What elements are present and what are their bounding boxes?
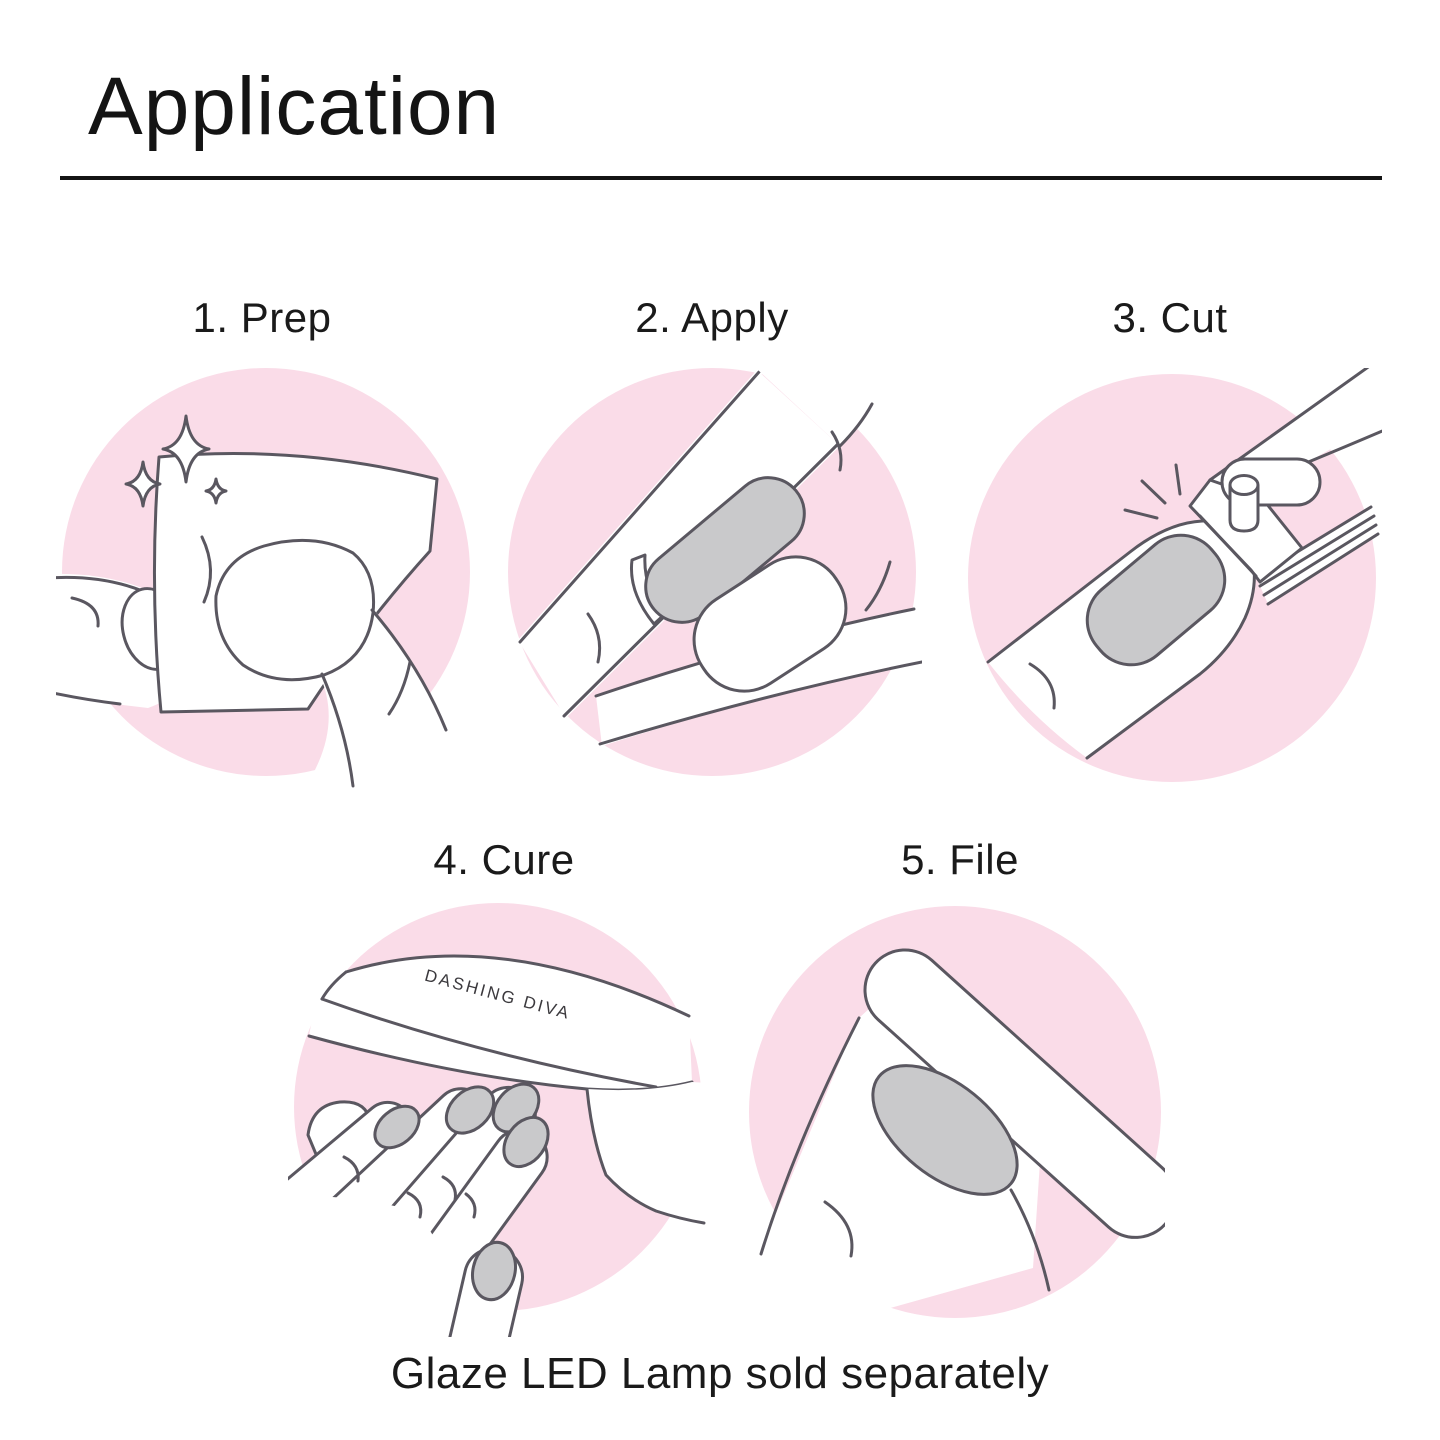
gel-nail (1085, 533, 1227, 667)
knuckle-line (830, 430, 843, 472)
lamp-foot-edge (585, 1087, 706, 1225)
step-label-file: 5. File (901, 836, 1019, 883)
illustration-file (749, 906, 1165, 1332)
led-lamp: DASHING DIVA (307, 954, 708, 1225)
gel-nail (871, 1064, 1019, 1196)
step-label-apply: 2. Apply (635, 294, 789, 341)
click-lines (1123, 463, 1182, 520)
holding-hand (214, 538, 454, 792)
step-label-prep: 1. Prep (192, 294, 332, 341)
wipe-fold-line (200, 535, 213, 604)
page-title: Application (88, 61, 501, 152)
title-divider (60, 176, 1382, 180)
knuckle-line (1028, 662, 1056, 710)
cured-nail (471, 1240, 517, 1302)
illustration-cure: DASHING DIVA (288, 903, 708, 1337)
clipper-jaw-line (1198, 514, 1258, 578)
palm (288, 1196, 498, 1337)
sparkle-icons (124, 414, 228, 508)
clipper-pivot-pin (1228, 484, 1260, 533)
illustration-cut (968, 368, 1382, 782)
knuckle-line (823, 1200, 854, 1258)
cured-nail (373, 1104, 421, 1150)
knuckle-line (70, 596, 100, 628)
applying-thumb (692, 555, 848, 693)
hand-under-lamp (288, 1082, 550, 1337)
knuckle-line (387, 660, 412, 716)
knuckle-line (406, 1191, 423, 1219)
footer-note: Glaze LED Lamp sold separately (390, 1349, 1050, 1398)
knuckle-line (864, 560, 892, 612)
cured-nail (502, 1115, 550, 1169)
illustration-apply (508, 362, 922, 776)
sparkle-icon (124, 460, 162, 508)
knuckle-line (441, 1175, 457, 1202)
sparkle-icon (161, 414, 211, 484)
step-label-cut: 3. Cut (1112, 294, 1228, 341)
sparkle-icon (204, 477, 228, 505)
cured-nail (444, 1085, 496, 1135)
step-label-cure: 4. Cure (433, 836, 575, 883)
illustration-prep (56, 368, 470, 792)
knuckle-line (464, 1192, 477, 1219)
knuckle-line (342, 1155, 360, 1183)
thumb (214, 538, 376, 682)
knuckle-line (586, 612, 602, 664)
nail-clipper (1188, 368, 1382, 606)
